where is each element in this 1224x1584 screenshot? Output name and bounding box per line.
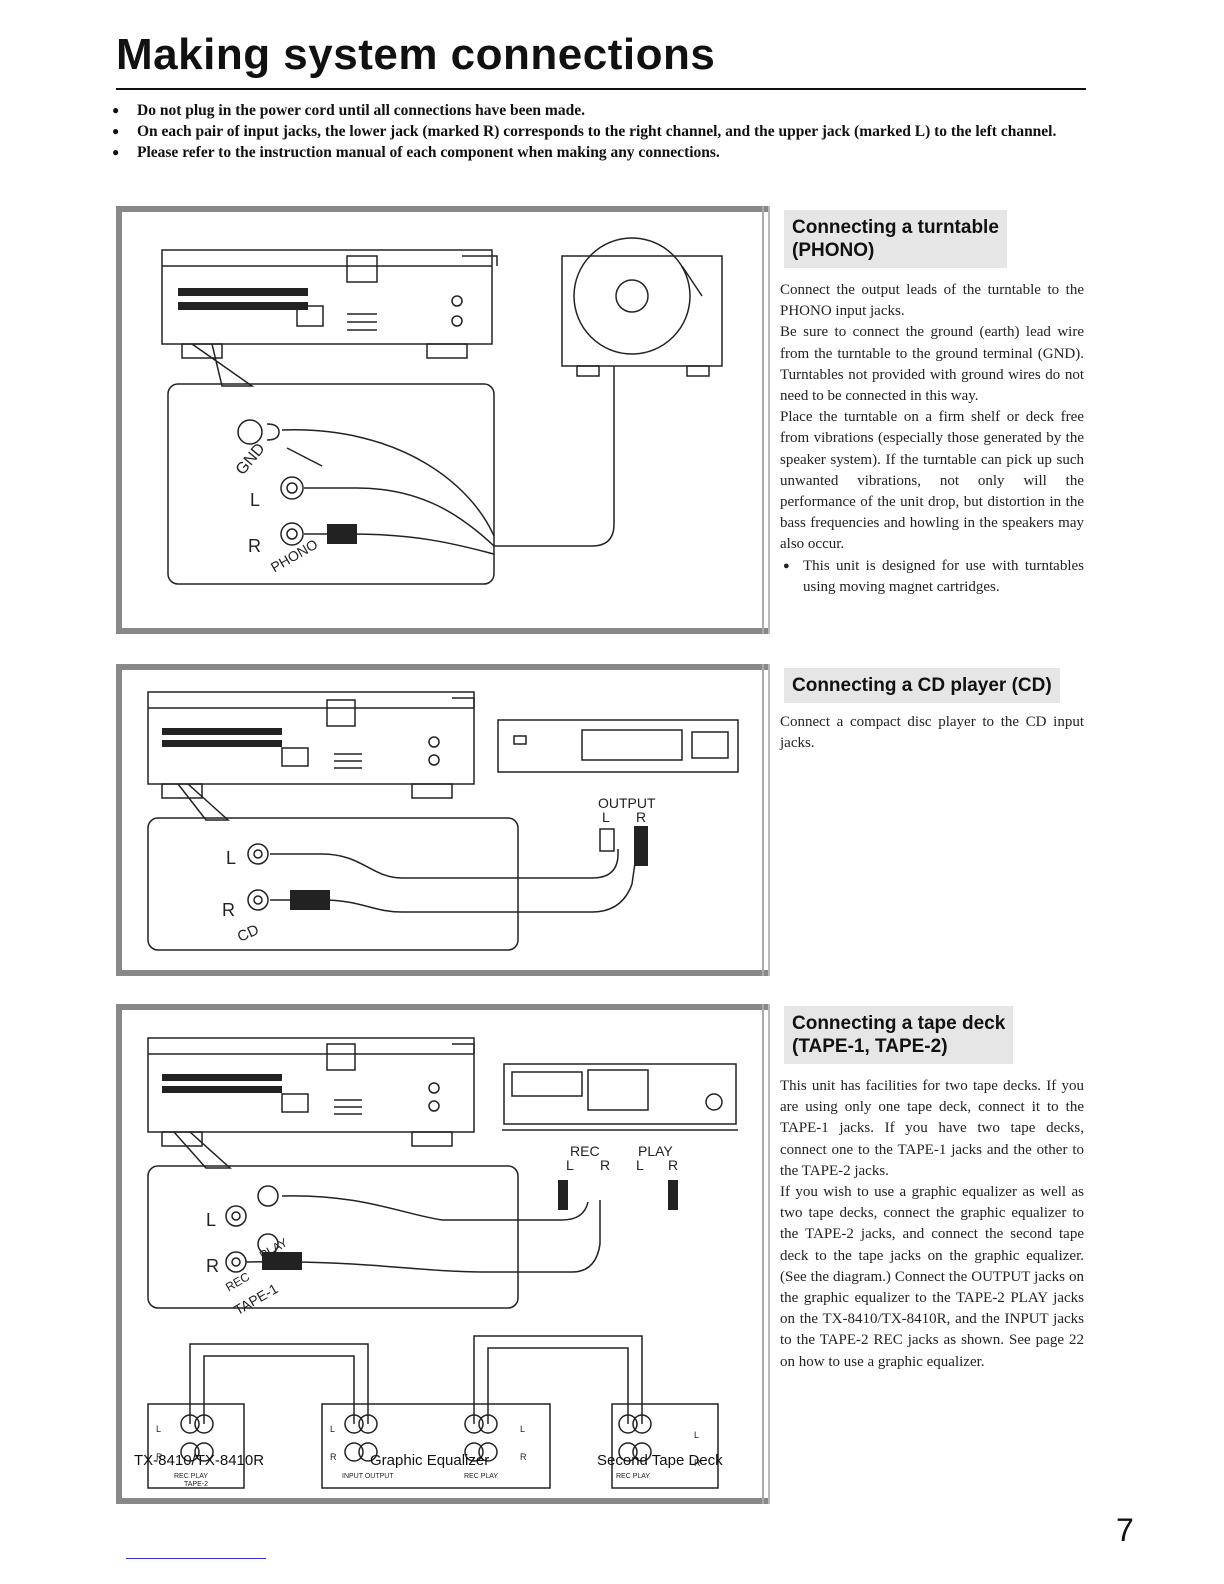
turntable-heading-line2: (PHONO) [792,240,875,261]
play-label: PLAY [638,1143,673,1159]
rec-right-label: R [600,1157,610,1173]
page-title: Making system connections [116,30,716,79]
turntable-para: Connect the output leads of the turntabl… [780,282,1084,320]
note-item: Please refer to the instruction manual o… [112,142,1092,163]
page-number: 7 [1116,1512,1134,1548]
eq-caption-text: Graphic Equalizer [370,1452,490,1469]
turntable-heading: Connecting a turntable (PHONO) [784,210,1007,268]
tape-para: If you wish to use a graphic equalizer a… [780,1184,1084,1370]
output-left-label: L [602,809,610,825]
eq-input-output-label: INPUT OUTPUT [342,1473,394,1480]
receiver-r-label: R [156,1452,163,1462]
turntable-text: Connect the output leads of the turntabl… [780,280,1084,598]
tape-diagram-panel: REC PLAY L R L R L R PLAY REC TAPE-1 L R… [116,1004,770,1504]
tape-heading: Connecting a tape deck (TAPE-1, TAPE-2) [784,1006,1014,1064]
phono-label: PHONO [268,536,321,576]
turntable-heading-line1: Connecting a turntable [792,217,999,238]
turntable-diagram: GND L R PHONO [161,237,723,585]
right-channel-label: R [248,536,261,556]
output-right-label: R [636,809,646,825]
eq-tape-l-label: L [520,1424,525,1434]
tape-diagram: REC PLAY L R L R L R PLAY REC TAPE-1 L R… [147,1037,738,1489]
eq-tape-r-label: R [520,1452,527,1462]
note-item: On each pair of input jacks, the lower j… [112,121,1092,142]
turntable-bullet: This unit is designed for use with turnt… [780,556,1084,598]
cd-diagram-panel: OUTPUT L R L R CD [116,664,770,976]
turntable-diagram-panel: GND L R PHONO [116,206,770,634]
title-rule [116,88,1086,90]
cd-jack-label: CD [235,921,262,946]
eq-r-label: R [330,1452,337,1462]
turntable-para: Be sure to connect the ground (earth) le… [780,324,1084,405]
cd-para: Connect a compact disc player to the CD … [780,714,1084,752]
tape-para: This unit has facilities for two tape de… [780,1078,1084,1179]
right-channel-label: R [206,1256,219,1276]
cd-text: Connect a compact disc player to the CD … [780,712,1084,754]
notes-list: Do not plug in the power cord until all … [112,100,1092,163]
play-left-label: L [636,1157,644,1173]
rec-jack-label: REC [223,1269,252,1294]
note-item: Do not plug in the power cord until all … [112,100,1092,121]
left-channel-label: L [226,848,236,868]
footer-line [126,1558,266,1559]
left-channel-label: L [206,1210,216,1230]
receiver-tape2-label: TAPE-2 [184,1481,208,1488]
tape-heading-line2: (TAPE-1, TAPE-2) [792,1036,948,1057]
deck-r-label: R [694,1458,701,1468]
turntable-para: Place the turntable on a firm shelf or d… [780,409,1084,553]
cd-heading: Connecting a CD player (CD) [784,668,1060,703]
eq-l-label: L [330,1424,335,1434]
left-channel-label: L [250,490,260,510]
right-channel-label: R [222,900,235,920]
play-right-label: R [668,1157,678,1173]
rec-left-label: L [566,1157,574,1173]
receiver-rec-play-label: REC PLAY [174,1473,208,1480]
receiver-l-label: L [156,1424,161,1434]
rec-label: REC [570,1143,600,1159]
output-label: OUTPUT [598,795,656,811]
deck-caption-text: Second Tape Deck [597,1452,723,1469]
gnd-label: GND [233,440,269,478]
cd-diagram: OUTPUT L R L R CD [147,691,739,951]
receiver-caption-text: TX-8410/TX-8410R [134,1452,265,1469]
deck-l-label: L [694,1430,699,1440]
eq-rec-play-label: REC PLAY [464,1473,498,1480]
tape-text: This unit has facilities for two tape de… [780,1076,1084,1373]
tape-heading-line1: Connecting a tape deck [792,1013,1006,1034]
deck-rec-play-label: REC PLAY [616,1473,650,1480]
